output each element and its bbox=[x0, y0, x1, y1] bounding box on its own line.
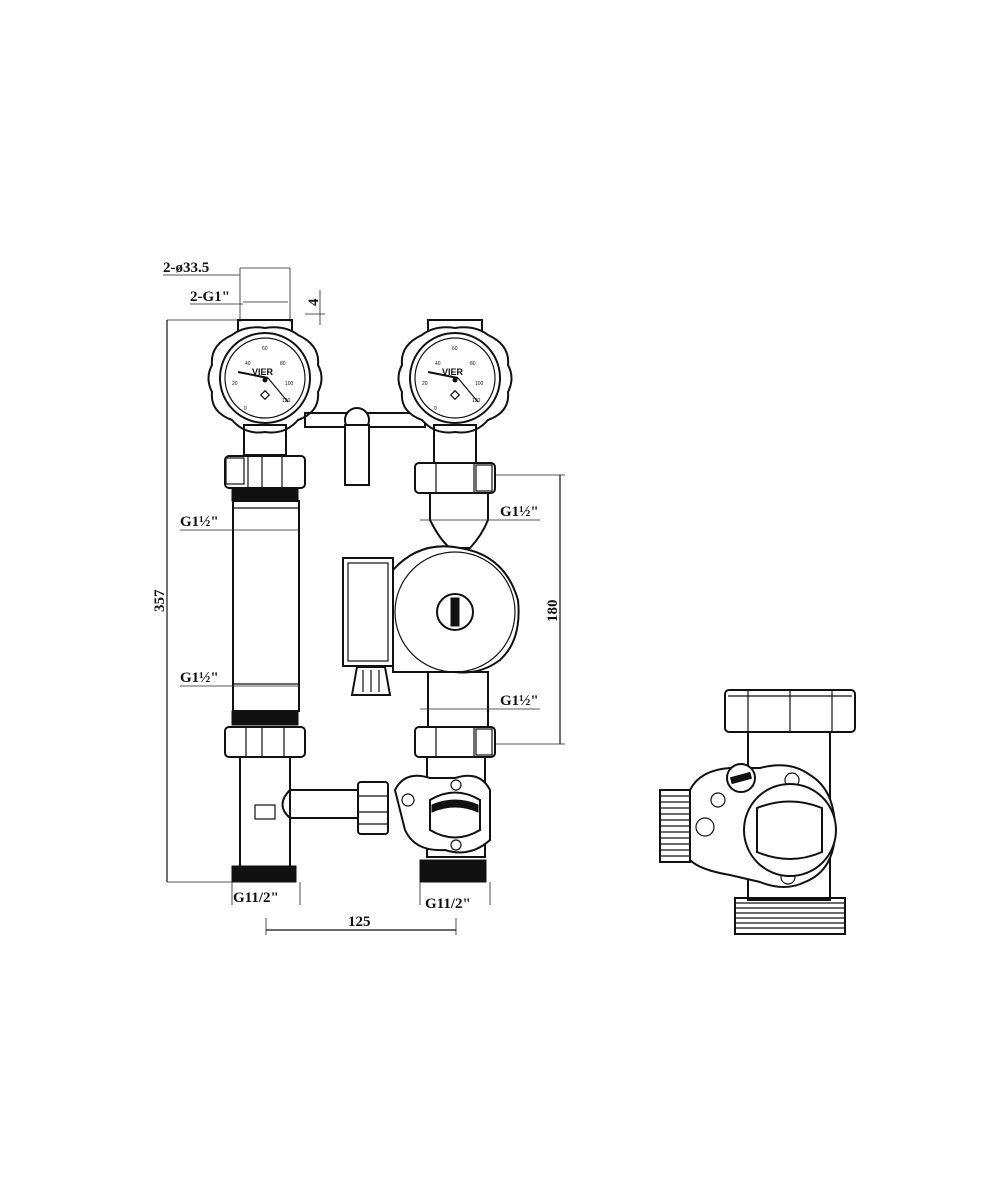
crossbar bbox=[304, 407, 426, 486]
right-thread-upper-label: G1½" bbox=[500, 504, 539, 520]
svg-text:40: 40 bbox=[245, 361, 251, 367]
svg-text:40: 40 bbox=[435, 361, 441, 367]
top-diameter-label: 2-ø33.5 bbox=[163, 260, 209, 276]
left-column: VIER 0 20 40 60 80 100 120 bbox=[207, 319, 323, 905]
total-height-label: 357 bbox=[152, 589, 168, 612]
svg-text:60: 60 bbox=[452, 346, 458, 352]
bottom-thread-right-label: G11/2" bbox=[425, 896, 471, 912]
circulation-pump bbox=[342, 545, 520, 696]
svg-text:120: 120 bbox=[472, 398, 481, 404]
svg-text:80: 80 bbox=[470, 361, 476, 367]
left-thread-lower-label: G1½" bbox=[180, 670, 219, 686]
bottom-thread-left-label: G11/2" bbox=[233, 890, 279, 906]
right-column: VIER 0 20 40 60 80 100 120 bbox=[342, 319, 520, 905]
top-thread-label: 2-G1" bbox=[190, 289, 230, 305]
height-dimension: 357 bbox=[152, 319, 240, 883]
svg-text:20: 20 bbox=[232, 381, 238, 387]
svg-text:100: 100 bbox=[475, 381, 484, 387]
bypass-pipe bbox=[281, 781, 389, 835]
top-offset-label: 4 bbox=[306, 298, 322, 306]
svg-text:120: 120 bbox=[282, 398, 291, 404]
top-dimensions: 2-ø33.5 2-G1" 4 bbox=[163, 260, 325, 325]
right-thread-dims: G1½" G1½" 180 G11/2" bbox=[420, 474, 565, 912]
bottom-thread bbox=[735, 902, 845, 929]
svg-text:80: 80 bbox=[280, 361, 286, 367]
gauge-left: VIER 0 20 40 60 80 100 120 bbox=[219, 332, 311, 424]
axis-spacing-dim: 125 bbox=[265, 914, 457, 935]
gauge-right: VIER 0 20 40 60 80 100 120 bbox=[409, 332, 501, 424]
left-thread-dims: G1½" G1½" G11/2" bbox=[180, 514, 299, 906]
side-thread bbox=[660, 795, 690, 857]
gauge-brand-left: VIER bbox=[252, 367, 274, 377]
right-thread-lower-label: G1½" bbox=[500, 693, 539, 709]
left-thread-upper-label: G1½" bbox=[180, 514, 219, 530]
svg-text:60: 60 bbox=[262, 346, 268, 352]
svg-text:0: 0 bbox=[434, 406, 437, 412]
side-view-mixing-valve bbox=[659, 689, 856, 935]
svg-text:100: 100 bbox=[285, 381, 294, 387]
gauge-brand-right: VIER bbox=[442, 367, 464, 377]
pump-length-label: 180 bbox=[545, 600, 561, 623]
svg-text:20: 20 bbox=[422, 381, 428, 387]
axis-spacing-label: 125 bbox=[348, 914, 371, 930]
svg-text:0: 0 bbox=[244, 406, 247, 412]
